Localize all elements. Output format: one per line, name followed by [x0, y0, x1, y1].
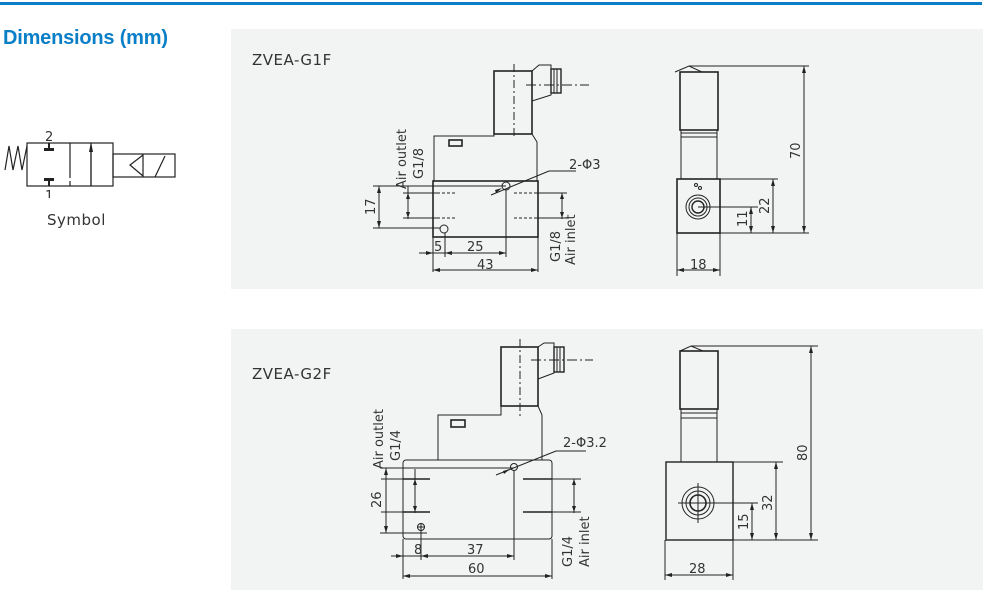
dim-body-height: 32	[761, 494, 776, 511]
dim-total-height: 80	[796, 444, 811, 461]
drawing-panel-g2f: ZVEA-G2F	[231, 329, 983, 590]
section-title: Dimensions (mm)	[3, 27, 168, 49]
dim-total-height: 70	[789, 142, 804, 159]
hole-callout: 2-Φ3.2	[563, 436, 607, 451]
outlet-thread: G1/8	[412, 148, 427, 179]
dim-width: 28	[689, 562, 706, 577]
dim-width: 18	[690, 258, 707, 273]
outlet-label: Air outlet	[395, 129, 410, 189]
model-label: ZVEA-G1F	[252, 51, 332, 69]
dim-hole-spacing: 25	[467, 240, 484, 255]
dim-port-center: 11	[736, 210, 751, 227]
dim-port-center: 15	[737, 513, 752, 530]
dim-length: 43	[477, 258, 494, 273]
hole-callout: 2-Φ3	[569, 158, 600, 173]
inlet-thread: G1/4	[561, 536, 576, 567]
inlet-label: Air inlet	[564, 214, 579, 265]
dim-height: 17	[364, 198, 379, 215]
dim-hole-offset: 5	[434, 240, 442, 255]
side-view-drawing: 2-Φ3.2 26 8 37 60 Air outlet G1/4 G1/4 A…	[370, 339, 818, 580]
symbol-caption: Symbol	[47, 211, 106, 229]
side-view-drawing: 2-Φ3 17 5 25 43 Air outlet G1/8 G1/8 Air…	[364, 64, 809, 276]
valve-symbol-icon: 2 1	[4, 130, 176, 198]
dim-length: 60	[468, 562, 485, 577]
drawing-panel-g1f: ZVEA-G1F	[231, 29, 983, 289]
outlet-thread: G1/4	[389, 430, 404, 461]
outlet-label: Air outlet	[372, 409, 387, 469]
dim-hole-spacing: 37	[467, 543, 484, 558]
inlet-label: Air inlet	[578, 516, 593, 567]
port-1-label: 1	[45, 189, 53, 198]
dim-body-height: 22	[758, 197, 773, 214]
dim-height: 26	[370, 491, 385, 508]
header-rule	[0, 2, 982, 5]
inlet-thread: G1/8	[549, 231, 564, 262]
port-2-label: 2	[45, 130, 53, 145]
model-label: ZVEA-G2F	[252, 365, 332, 383]
dim-hole-offset: 8	[414, 543, 422, 558]
